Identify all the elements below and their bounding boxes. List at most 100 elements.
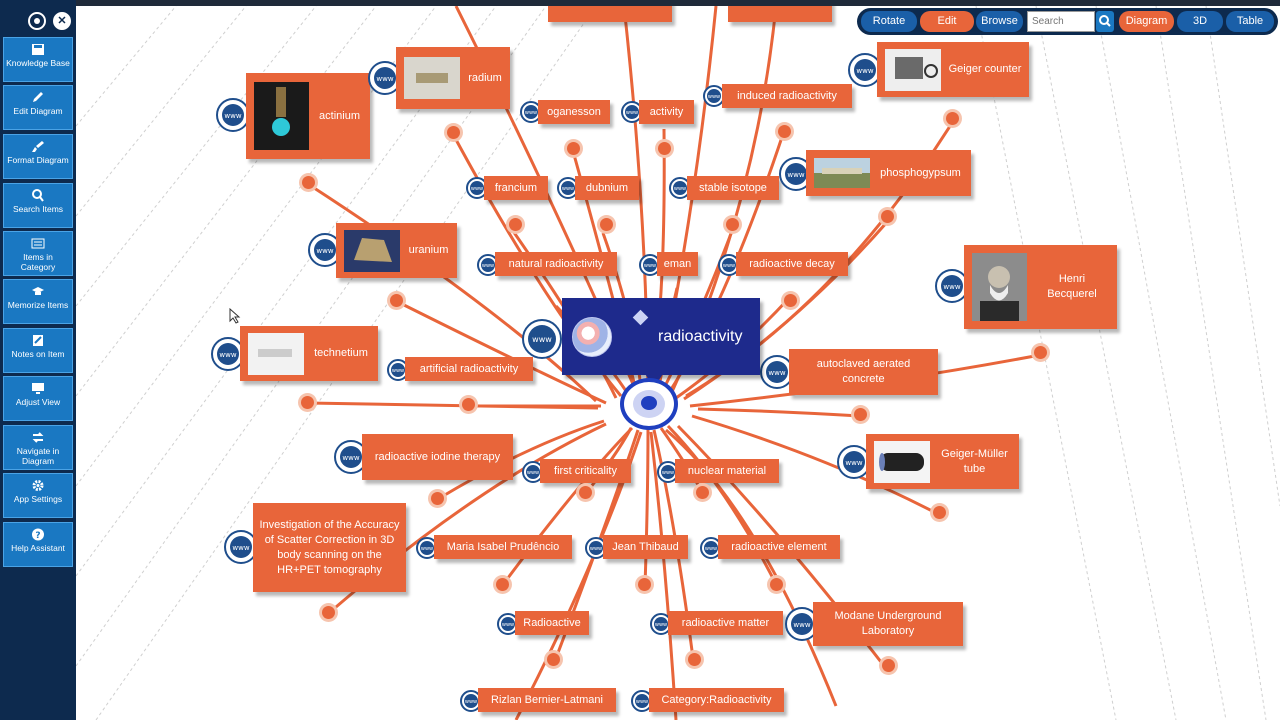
diagram-node-radioactive[interactable]: Radioactive bbox=[515, 611, 589, 635]
www-icon[interactable]: www bbox=[520, 101, 542, 123]
www-icon[interactable]: www bbox=[211, 337, 245, 371]
node-anchor bbox=[302, 176, 315, 189]
diagram-node-phosphogypsum[interactable]: phosphogypsum bbox=[806, 150, 971, 196]
www-icon[interactable]: www bbox=[935, 269, 969, 303]
radium-photo bbox=[404, 57, 460, 99]
node-anchor bbox=[547, 653, 560, 666]
diagram-node-investigation-paper[interactable]: Investigation of the Accuracy of Scatter… bbox=[253, 503, 406, 592]
node-label: Radioactive bbox=[523, 616, 581, 629]
node-anchor bbox=[462, 398, 475, 411]
diagram-node-radioactive-iodine-therapy[interactable]: radioactive iodine therapy bbox=[362, 434, 513, 480]
sidebar-item-search-items[interactable]: Search Items bbox=[3, 183, 73, 228]
www-icon[interactable]: www bbox=[416, 537, 438, 559]
sidebar-item-notes-on-item[interactable]: Notes on Item bbox=[3, 328, 73, 373]
www-icon[interactable]: www bbox=[650, 613, 672, 635]
diagram-node-maria-isabel-prudencio[interactable]: Maria Isabel Prudêncio bbox=[434, 535, 572, 559]
diagram-node-activity[interactable]: activity bbox=[639, 100, 694, 124]
diagram-node-autoclaved-aerated-concrete[interactable]: autoclaved aerated concrete bbox=[789, 349, 938, 395]
diagram-node-radioactive-element[interactable]: radioactive element bbox=[718, 535, 840, 559]
center-hub bbox=[620, 378, 678, 430]
diagram-node-first-criticality[interactable]: first criticality bbox=[540, 459, 631, 483]
sidebar-item-edit-diagram[interactable]: Edit Diagram bbox=[3, 85, 73, 130]
sidebar-item-format-diagram[interactable]: Format Diagram bbox=[3, 134, 73, 179]
diagram-node-category-radioactivity[interactable]: Category:Radioactivity bbox=[649, 688, 784, 712]
node-anchor bbox=[770, 578, 783, 591]
sidebar-item-app-settings[interactable]: App Settings bbox=[3, 473, 73, 518]
diagram-node-uranium[interactable]: uranium bbox=[336, 223, 457, 278]
node-label: first criticality bbox=[554, 464, 617, 477]
diagram-view-button[interactable]: Diagram bbox=[1119, 11, 1174, 32]
www-icon[interactable]: www bbox=[700, 537, 722, 559]
diagram-node-partial[interactable] bbox=[728, 6, 832, 22]
www-icon[interactable]: www bbox=[657, 461, 679, 483]
diagram-node-dubnium[interactable]: dubnium bbox=[575, 176, 639, 200]
diagram-node-nuclear-material[interactable]: nuclear material bbox=[675, 459, 779, 483]
svg-text:www: www bbox=[768, 369, 785, 377]
diagram-node-jean-thibaud[interactable]: Jean Thibaud bbox=[603, 535, 688, 559]
diagram-node-radioactive-decay[interactable]: radioactive decay bbox=[736, 252, 848, 276]
node-label: radium bbox=[468, 71, 502, 84]
svg-text:www: www bbox=[219, 351, 236, 359]
browse-button[interactable]: Browse bbox=[976, 11, 1023, 32]
diagram-node-eman[interactable]: eman bbox=[657, 252, 698, 276]
diagram-node-actinium[interactable]: actinium bbox=[246, 73, 370, 159]
www-icon[interactable]: www bbox=[669, 177, 691, 199]
diagram-node-geiger-counter[interactable]: Geiger counter bbox=[877, 42, 1029, 97]
top-toolbar: Rotate Edit Browse Diagram 3D Table bbox=[857, 8, 1278, 35]
search-input[interactable] bbox=[1027, 11, 1095, 32]
brush-icon bbox=[32, 141, 44, 152]
diagram-node-francium[interactable]: francium bbox=[484, 176, 548, 200]
sidebar-item-adjust-view[interactable]: Adjust View bbox=[3, 376, 73, 421]
sidebar-item-items-in-category[interactable]: Items in Category bbox=[3, 231, 73, 276]
sidebar-item-navigate-in-diagram[interactable]: Navigate in Diagram bbox=[3, 425, 73, 470]
diagram-node-artificial-radioactivity[interactable]: artificial radioactivity bbox=[405, 357, 533, 381]
www-icon[interactable]: www bbox=[557, 177, 579, 199]
diagram-node-natural-radioactivity[interactable]: natural radioactivity bbox=[495, 252, 617, 276]
sidebar-item-label: Search Items bbox=[12, 204, 64, 214]
close-icon[interactable] bbox=[53, 12, 71, 30]
search-button[interactable] bbox=[1096, 11, 1114, 32]
center-node-radioactivity[interactable]: radioactivity bbox=[562, 298, 760, 375]
svg-text:www: www bbox=[502, 622, 514, 628]
node-anchor bbox=[881, 210, 894, 223]
diagram-node-partial[interactable] bbox=[548, 6, 672, 22]
svg-text:www: www bbox=[644, 263, 656, 269]
www-icon[interactable]: www bbox=[522, 461, 544, 483]
geiger-counter-photo bbox=[885, 48, 941, 91]
diagram-node-induced-radioactivity[interactable]: induced radioactivity bbox=[722, 84, 852, 108]
diagram-node-rizlan-bernier-latmani[interactable]: Rizlan Bernier-Latmani bbox=[478, 688, 616, 712]
diagram-node-stable-isotope[interactable]: stable isotope bbox=[687, 176, 779, 200]
edit-button[interactable]: Edit bbox=[920, 11, 974, 32]
uranium-photo bbox=[344, 229, 400, 272]
www-icon[interactable]: www bbox=[522, 319, 562, 359]
sidebar-item-knowledge-base[interactable]: Knowledge Base bbox=[3, 37, 73, 82]
target-icon[interactable] bbox=[28, 12, 46, 30]
diagram-node-henri-becquerel[interactable]: Henri Becquerel bbox=[964, 245, 1117, 329]
sidebar-item-help-assistant[interactable]: ? Help Assistant bbox=[3, 522, 73, 567]
www-icon[interactable]: www bbox=[703, 85, 725, 107]
table-view-button[interactable]: Table bbox=[1226, 11, 1274, 32]
www-icon[interactable]: www bbox=[216, 98, 250, 132]
node-label: activity bbox=[649, 105, 684, 118]
gear-icon bbox=[32, 480, 44, 491]
node-anchor bbox=[496, 578, 509, 591]
3d-view-button[interactable]: 3D bbox=[1177, 11, 1223, 32]
sidebar-item-memorize-items[interactable]: Memorize Items bbox=[3, 279, 73, 324]
svg-text:www: www bbox=[482, 263, 494, 269]
diagram-node-oganesson[interactable]: oganesson bbox=[538, 100, 610, 124]
diagram-node-geiger-muller-tube[interactable]: Geiger-Müller tube bbox=[866, 434, 1019, 489]
node-anchor bbox=[946, 112, 959, 125]
pencil-icon bbox=[33, 92, 43, 102]
diagram-node-modane-underground-laboratory[interactable]: Modane Underground Laboratory bbox=[813, 602, 963, 646]
diagram-node-radium[interactable]: radium bbox=[396, 47, 510, 109]
diagram-node-radioactive-matter[interactable]: radioactive matter bbox=[668, 611, 783, 635]
www-icon[interactable]: www bbox=[848, 53, 882, 87]
node-label: oganesson bbox=[547, 105, 601, 118]
sidebar-item-label: App Settings bbox=[13, 494, 63, 504]
diagram-canvas[interactable]: www actinium www radium www oganesson ww… bbox=[76, 6, 1280, 720]
node-label: dubnium bbox=[585, 181, 629, 194]
atom-icon bbox=[572, 316, 612, 357]
diagram-node-technetium[interactable]: technetium bbox=[240, 326, 378, 381]
rotate-button[interactable]: Rotate bbox=[861, 11, 917, 32]
www-icon[interactable]: www bbox=[387, 359, 409, 381]
